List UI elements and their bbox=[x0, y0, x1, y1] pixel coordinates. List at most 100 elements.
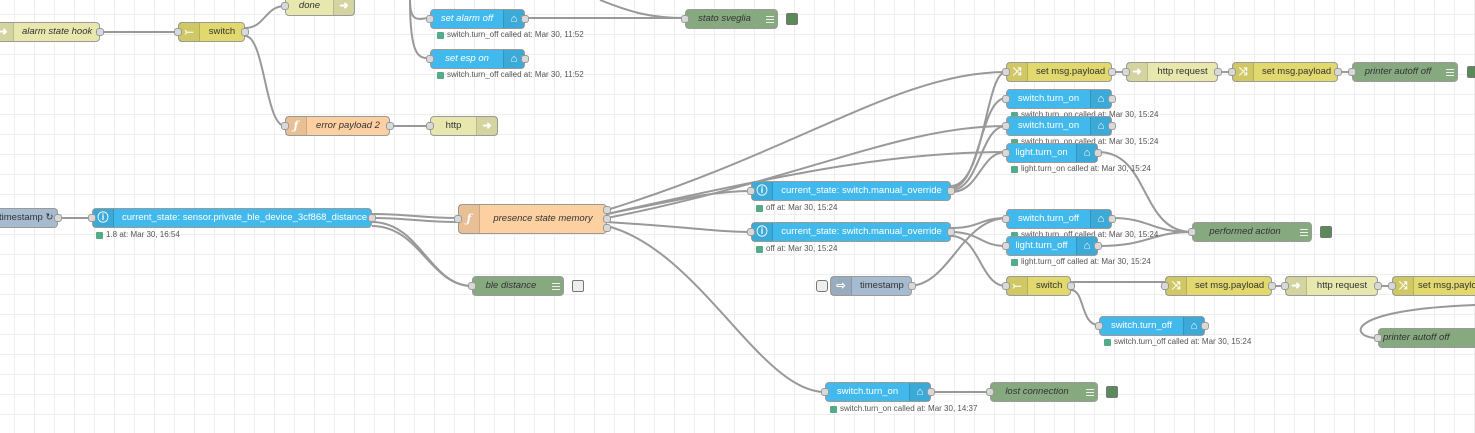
input-port[interactable] bbox=[1002, 68, 1010, 76]
input-port[interactable] bbox=[1002, 95, 1010, 103]
set-msg-payload-node-3[interactable]: ⤨ set msg.payload bbox=[1161, 276, 1276, 296]
output-port[interactable] bbox=[908, 282, 916, 290]
input-port[interactable] bbox=[1348, 68, 1356, 76]
switch-turn-on-node-3[interactable]: switch.turn_on ⌂ bbox=[821, 382, 935, 402]
http-node[interactable]: http ➜ bbox=[426, 116, 498, 136]
input-port[interactable] bbox=[426, 15, 434, 23]
output-port[interactable] bbox=[1214, 68, 1222, 76]
input-port[interactable] bbox=[747, 228, 755, 236]
input-port[interactable] bbox=[1122, 68, 1130, 76]
alarm-state-hook-node[interactable]: ➜ alarm state hook bbox=[0, 22, 104, 42]
switch-turn-on-node-1[interactable]: switch.turn_on ⌂ bbox=[1002, 89, 1116, 109]
current-state-override-node-1[interactable]: ⓘ current_state: switch.manual_override bbox=[747, 181, 955, 201]
input-port[interactable] bbox=[1388, 282, 1396, 290]
performed-action-node[interactable]: performed action bbox=[1188, 222, 1312, 242]
input-port[interactable] bbox=[1228, 68, 1236, 76]
error-payload-2-node[interactable]: ƒ error payload 2 bbox=[281, 116, 394, 136]
set-msg-payload-node-2[interactable]: ⤨ set msg.payload bbox=[1228, 62, 1342, 82]
output-port[interactable] bbox=[927, 388, 935, 396]
output-port[interactable] bbox=[1108, 215, 1116, 223]
current-state-override-node-2[interactable]: ⓘ current_state: switch.manual_override bbox=[747, 222, 955, 242]
output-port[interactable] bbox=[603, 206, 611, 214]
input-port[interactable] bbox=[1188, 228, 1196, 236]
input-port[interactable] bbox=[468, 282, 476, 290]
input-port[interactable] bbox=[1095, 322, 1103, 330]
output-port[interactable] bbox=[1108, 68, 1116, 76]
current-state-ble-node[interactable]: ⓘ current_state: sensor.private_ble_devi… bbox=[88, 208, 376, 228]
input-port[interactable] bbox=[681, 15, 689, 23]
output-port[interactable] bbox=[521, 15, 529, 23]
set-msg-payload-node-4[interactable]: ⤨ set msg.payload bbox=[1388, 276, 1475, 296]
output-port[interactable] bbox=[521, 55, 529, 63]
input-port[interactable] bbox=[1374, 334, 1382, 342]
output-port[interactable] bbox=[368, 214, 376, 222]
output-port[interactable] bbox=[96, 28, 104, 36]
input-port[interactable] bbox=[281, 122, 289, 130]
output-port[interactable] bbox=[1108, 95, 1116, 103]
input-port[interactable] bbox=[1002, 242, 1010, 250]
timestamp-node-left[interactable]: timestamp ↻ bbox=[0, 208, 62, 228]
debug-toggle-button[interactable] bbox=[572, 280, 584, 292]
inject-button[interactable] bbox=[816, 280, 828, 292]
output-port[interactable] bbox=[1268, 282, 1276, 290]
presence-state-memory-node[interactable]: ƒ presence state memory bbox=[454, 204, 611, 234]
set-alarm-off-status: switch.turn_off called at: Mar 30, 11:52 bbox=[437, 30, 584, 40]
output-port[interactable] bbox=[1067, 282, 1075, 290]
set-alarm-off-node[interactable]: set alarm off ⌂ bbox=[426, 9, 529, 29]
switch-turn-off-node-1[interactable]: switch.turn_off ⌂ bbox=[1002, 209, 1116, 229]
light-turn-on-status: light.turn_on called at: Mar 30, 15:24 bbox=[1011, 164, 1151, 174]
output-port[interactable] bbox=[241, 28, 249, 36]
http-request-node-2[interactable]: ➜ http request bbox=[1281, 276, 1382, 296]
input-port[interactable] bbox=[821, 388, 829, 396]
input-port[interactable] bbox=[1161, 282, 1169, 290]
input-port[interactable] bbox=[281, 2, 289, 10]
input-port[interactable] bbox=[426, 122, 434, 130]
stato-sveglia-node[interactable]: stato sveglia bbox=[681, 9, 778, 29]
printer-autoff-off-node-2[interactable]: printer autoff off bbox=[1374, 328, 1475, 348]
lost-connection-node[interactable]: lost connection bbox=[986, 382, 1098, 402]
input-port[interactable] bbox=[747, 187, 755, 195]
input-port[interactable] bbox=[454, 215, 462, 223]
light-turn-off-node[interactable]: light.turn_off ⌂ bbox=[1002, 236, 1102, 256]
input-port[interactable] bbox=[426, 55, 434, 63]
ble-distance-node[interactable]: ble distance bbox=[468, 276, 564, 296]
output-port[interactable] bbox=[603, 215, 611, 223]
output-port[interactable] bbox=[947, 187, 955, 195]
set-esp-on-node[interactable]: set esp on ⌂ bbox=[426, 49, 529, 69]
output-port[interactable] bbox=[1108, 122, 1116, 130]
input-port[interactable] bbox=[174, 28, 182, 36]
debug-toggle-button[interactable] bbox=[1467, 66, 1475, 78]
debug-toggle-button[interactable] bbox=[1106, 386, 1118, 398]
timestamp-node-mid[interactable]: ⇨ timestamp bbox=[830, 276, 916, 296]
info-icon: ⓘ bbox=[752, 223, 773, 241]
input-port[interactable] bbox=[1002, 149, 1010, 157]
switch-turn-on-node-2[interactable]: switch.turn_on ⌂ bbox=[1002, 116, 1116, 136]
http-request-node-1[interactable]: ➜ http request bbox=[1122, 62, 1222, 82]
output-port[interactable] bbox=[1094, 149, 1102, 157]
output-port[interactable] bbox=[947, 228, 955, 236]
switch-turn-off-2-status: switch.turn_off called at: Mar 30, 15:24 bbox=[1104, 337, 1251, 347]
output-port[interactable] bbox=[1094, 242, 1102, 250]
switch-node-mid[interactable]: ⤚ switch bbox=[1002, 276, 1075, 296]
output-port[interactable] bbox=[1374, 282, 1382, 290]
printer-autoff-off-node-1[interactable]: printer autoff off bbox=[1348, 62, 1458, 82]
set-msg-payload-node-1[interactable]: ⤨ set msg.payload bbox=[1002, 62, 1116, 82]
switch-node-top[interactable]: ⤚ switch bbox=[174, 22, 249, 42]
light-turn-on-node[interactable]: light.turn_on ⌂ bbox=[1002, 143, 1102, 163]
output-port[interactable] bbox=[603, 224, 611, 232]
output-port[interactable] bbox=[1334, 68, 1342, 76]
output-port[interactable] bbox=[386, 122, 394, 130]
debug-toggle-button[interactable] bbox=[786, 13, 798, 25]
output-port[interactable] bbox=[1201, 322, 1209, 330]
input-port[interactable] bbox=[986, 388, 994, 396]
input-port[interactable] bbox=[1002, 122, 1010, 130]
input-port[interactable] bbox=[88, 214, 96, 222]
http-icon: ➜ bbox=[476, 117, 497, 135]
output-port[interactable] bbox=[54, 214, 62, 222]
switch-turn-off-node-2[interactable]: switch.turn_off ⌂ bbox=[1095, 316, 1209, 336]
input-port[interactable] bbox=[1002, 282, 1010, 290]
input-port[interactable] bbox=[1002, 215, 1010, 223]
debug-toggle-button[interactable] bbox=[1320, 226, 1332, 238]
input-port[interactable] bbox=[1281, 282, 1289, 290]
done-node[interactable]: done ➜ bbox=[281, 0, 355, 16]
